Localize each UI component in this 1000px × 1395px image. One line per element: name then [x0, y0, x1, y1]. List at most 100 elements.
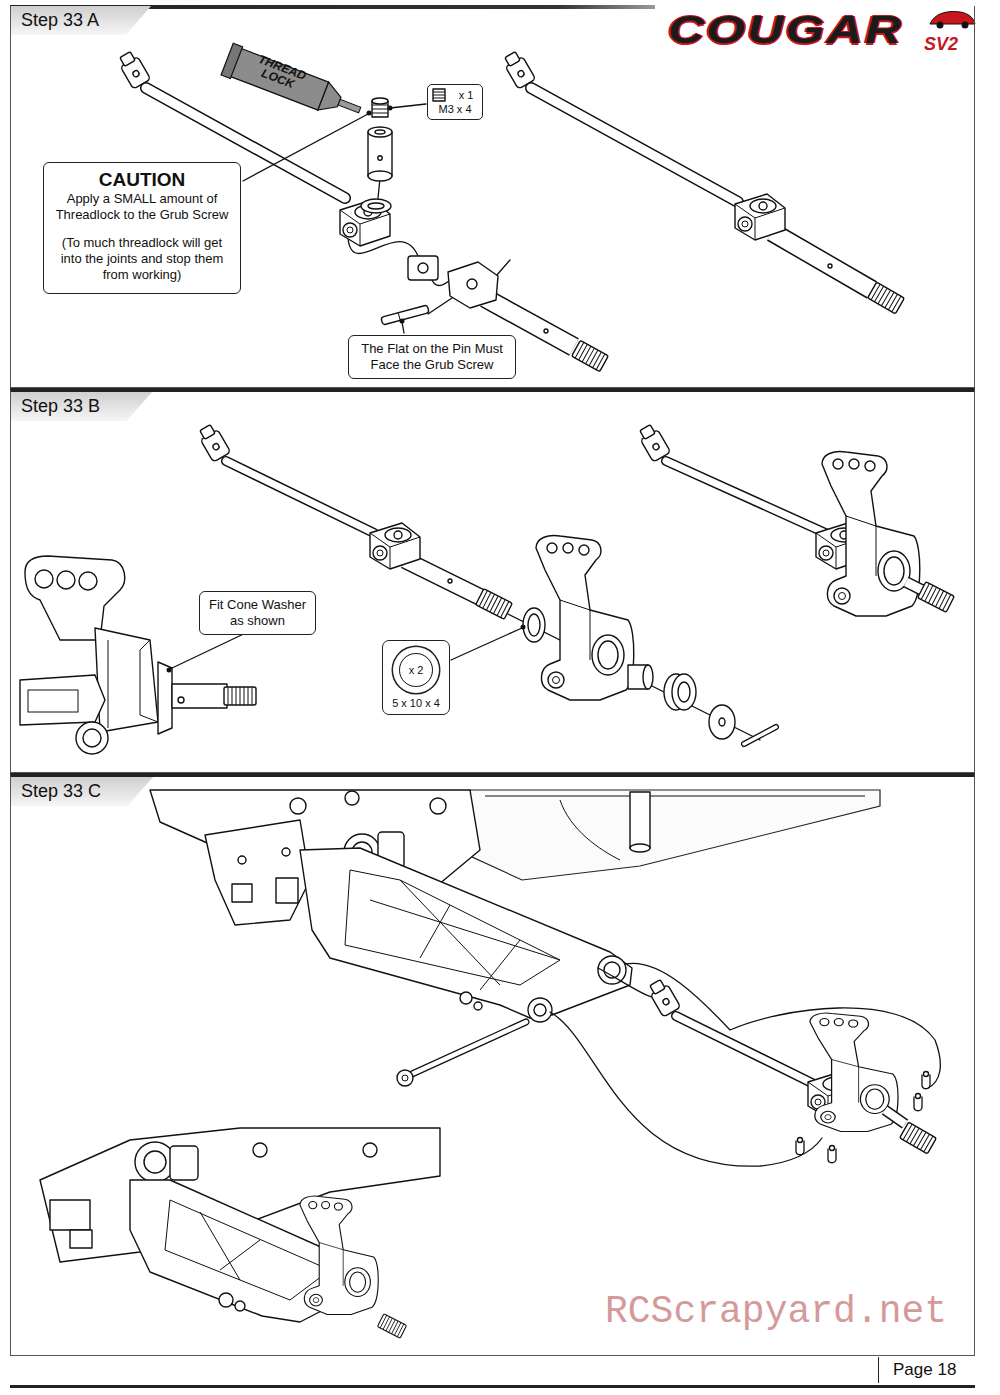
knuckle-closeup	[224, 687, 256, 705]
washer	[368, 203, 384, 209]
assembled-corner	[377, 1314, 406, 1338]
chassis	[430, 798, 446, 814]
chassis	[282, 848, 290, 856]
step-heading: Step 33 A	[11, 6, 151, 35]
suspension-arm	[534, 1004, 546, 1016]
threadlock-tube	[221, 43, 366, 126]
knuckle-closeup	[20, 675, 105, 725]
chassis	[630, 792, 650, 848]
grub-screw	[372, 98, 388, 104]
assembled-corner	[40, 1128, 440, 1338]
driveshaft	[900, 1122, 937, 1154]
knuckle-closeup	[28, 690, 78, 712]
driveshaft	[448, 262, 498, 308]
leader-line	[521, 625, 526, 630]
suspension-arm	[474, 1002, 482, 1010]
assembly-illustration	[914, 1094, 922, 1111]
assembled-corner	[70, 1230, 92, 1248]
leader-line	[388, 106, 393, 111]
part-size: 5 x 10 x 4	[385, 696, 447, 710]
bearing	[664, 674, 696, 710]
assembled-corner	[219, 1293, 233, 1307]
leader-line	[390, 104, 426, 108]
driveshaft	[735, 194, 785, 240]
quantity: x 2	[399, 653, 433, 687]
knuckle-closeup	[95, 628, 158, 732]
driveshaft	[666, 461, 832, 536]
watermark: RCScrapyard.net	[605, 1290, 947, 1334]
driveshaft	[822, 452, 920, 617]
note-text: Fit Cone Washer as shown	[207, 597, 308, 629]
collar	[368, 127, 392, 181]
pin	[744, 727, 776, 744]
washer	[709, 705, 735, 739]
driveshaft	[666, 461, 832, 536]
step-panel: Step 33 A x 1M3 x 4 CAUTIONApply a SMALL a…	[10, 6, 975, 388]
driveshaft	[918, 582, 955, 613]
knuckle-closeup	[76, 722, 108, 754]
leader-line	[167, 668, 172, 673]
pin	[744, 727, 776, 744]
driveshaft	[370, 523, 420, 569]
hinge-pin-screw	[397, 1070, 413, 1086]
hinge-pin-screw	[397, 1022, 526, 1086]
chassis	[470, 790, 880, 880]
threadlock-tube	[338, 99, 361, 112]
footer-bar	[10, 1385, 975, 1388]
chassis	[290, 798, 306, 814]
logo-car	[930, 12, 975, 25]
grub-screw	[372, 105, 388, 113]
driveshaft	[828, 264, 832, 268]
quantity: x 1	[430, 88, 480, 102]
threadlock-tube	[221, 43, 243, 78]
assembly-guide-lines	[496, 260, 510, 276]
hinge-pin-screw	[412, 1022, 526, 1074]
logo-car	[937, 22, 944, 29]
pin	[381, 305, 429, 325]
washer	[361, 199, 391, 213]
knuckle-closeup	[178, 697, 184, 703]
knuckle-closeup	[83, 729, 101, 747]
assembly-guide-lines	[550, 1012, 822, 1166]
driveshaft	[772, 232, 872, 290]
driveshaft	[676, 1016, 818, 1086]
page-number-box: Page 18	[878, 1357, 975, 1383]
driveshaft	[467, 279, 477, 289]
bearing-callout: x 2 5 x 10 x 4	[382, 640, 450, 715]
driveshaft	[772, 232, 872, 290]
grub-screw-icon	[433, 89, 445, 101]
assembled-corner	[235, 1301, 245, 1311]
knuckle-closeup	[25, 556, 125, 640]
note-text: The Flat on the Pin Must Face the Grub S…	[356, 341, 508, 373]
spacer	[628, 665, 653, 689]
hinge-pin-screw	[402, 1075, 408, 1081]
leader-line	[170, 630, 252, 669]
knuckle-closeup	[79, 572, 97, 590]
logo-text: COUGAR	[668, 10, 903, 50]
caution-text: Apply a SMALL amount of Threadlock to th…	[52, 191, 232, 223]
step-heading: Step 33 C	[11, 777, 153, 806]
driveshaft	[476, 589, 513, 620]
suspension-arm	[300, 848, 632, 1022]
chassis	[630, 844, 650, 852]
pin	[398, 313, 400, 321]
caution-note: (To much threadlock will get into the jo…	[52, 235, 232, 283]
leader-line	[367, 111, 372, 116]
assembled-corner	[200, 1212, 260, 1280]
pin	[744, 727, 776, 744]
hardware-callout: x 1M3 x 4	[427, 84, 483, 120]
driveshaft	[906, 582, 922, 590]
assembled-corner	[144, 1151, 166, 1173]
caution-heading: CAUTION	[52, 169, 232, 191]
driveshaft	[646, 978, 936, 1154]
assembled-corner	[253, 1143, 267, 1157]
washer	[709, 705, 735, 739]
knuckle-closeup	[57, 571, 75, 589]
assembly-guide-lines	[626, 963, 940, 1088]
bearing	[678, 682, 690, 702]
leader-line	[400, 319, 405, 324]
assembled-corner	[135, 1142, 175, 1182]
chassis	[345, 791, 359, 805]
note-callout: Fit Cone Washer as shown	[199, 591, 316, 635]
knuckle-closeup	[20, 556, 256, 754]
